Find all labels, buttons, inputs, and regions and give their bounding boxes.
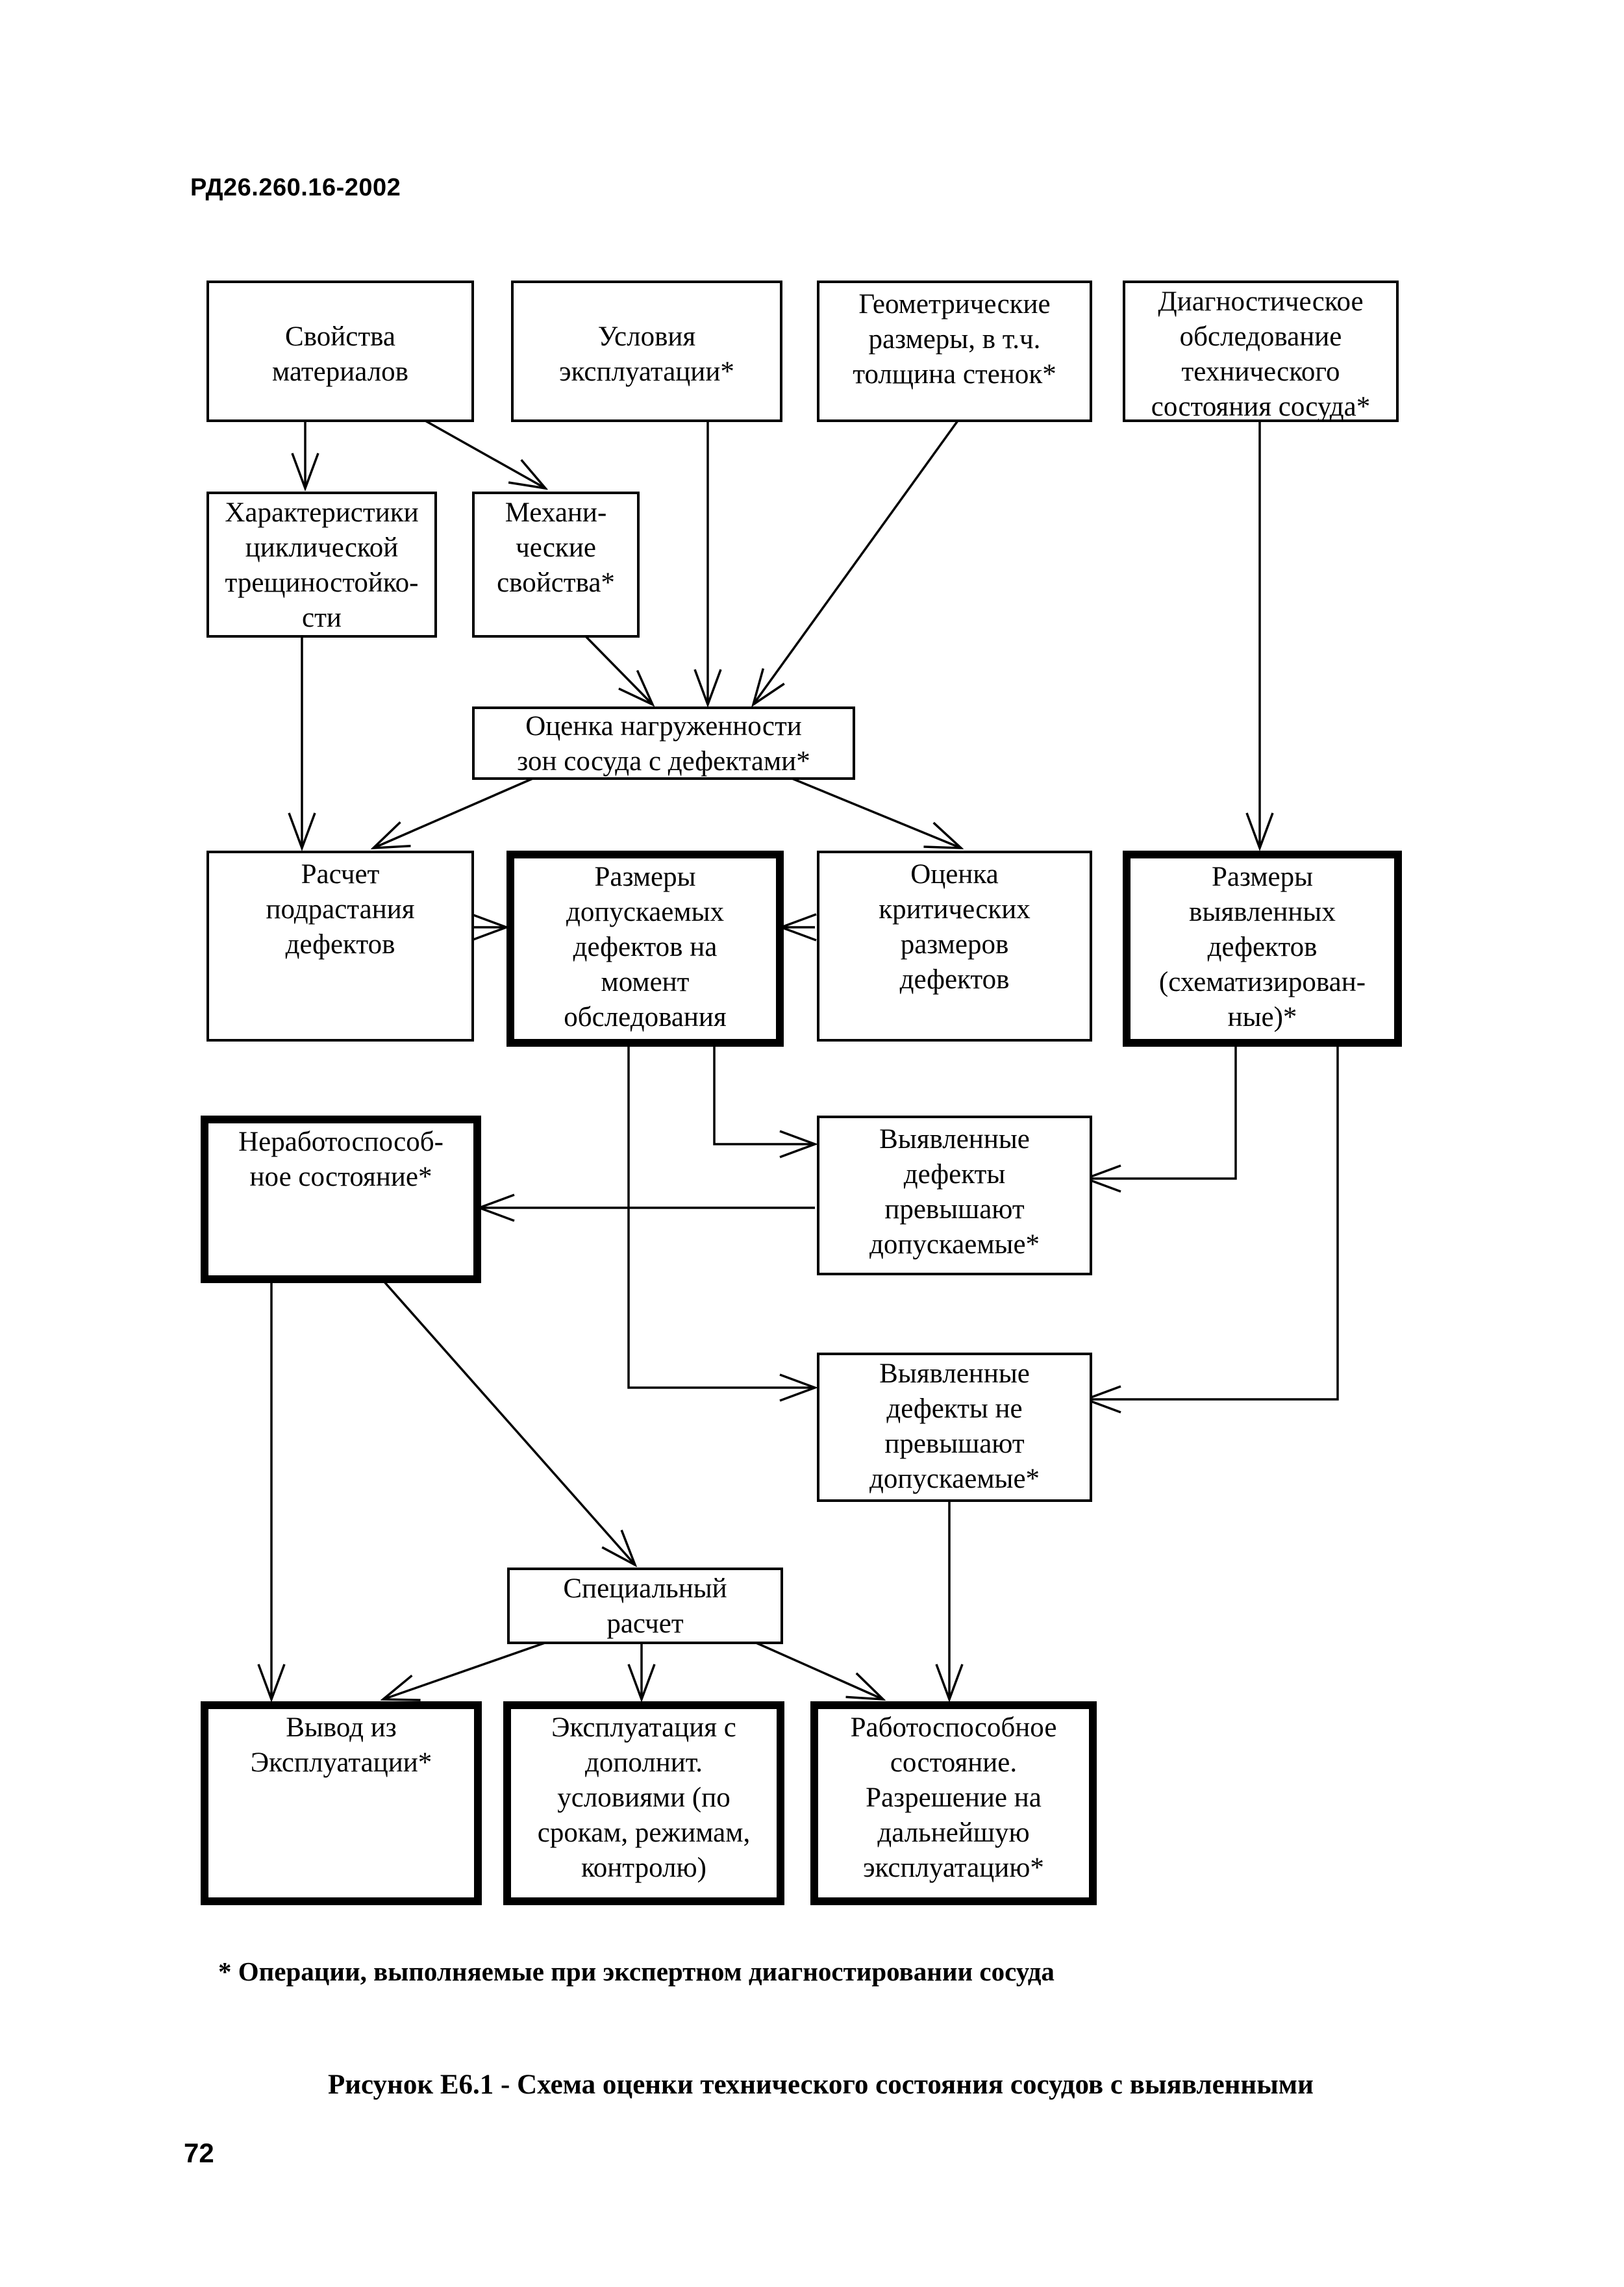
arrow-allowable-to-exceed [713,1045,815,1144]
figure-caption: Рисунок Е6.1 - Схема оценки технического… [328,2069,1314,2100]
box-diagnostic-survey: Диагностическое обследование техническог… [1123,281,1399,422]
box-detected-defect-sizes: Размеры выявленных дефектов (схематизиро… [1123,851,1402,1047]
box-operating-conditions: Условия эксплуатации* [511,281,782,422]
box-critical-size-assessment: Оценка критических размеров дефектов [817,851,1092,1042]
arrow-allowable-to-not-exceed [627,1045,815,1388]
arrow-materials-to-mechanical [425,419,545,488]
box-geometric-dimensions: Геометрические размеры, в т.ч. толщина с… [817,281,1092,422]
box-material-properties: Свойства материалов [206,281,474,422]
box-defect-growth-calc: Расчет подрастания дефектов [206,851,474,1042]
box-decommission: Вывод из Эксплуатации* [201,1701,482,1905]
arrow-load-to-growth [373,776,536,848]
arrow-geometry-to-load [753,419,959,705]
arrow-inoperable-to-special [382,1279,635,1565]
box-cyclic-crack-resistance: Характеристики циклической трещиностойко… [206,492,437,638]
footnote: * Операции, выполняемые при экспертном д… [218,1956,1055,1986]
page-number: 72 [184,2138,214,2168]
box-allowable-defect-sizes: Размеры допускаемых дефектов на момент о… [506,851,784,1047]
box-operable-state: Работоспособное состояние. Разрешение на… [810,1701,1097,1905]
box-load-assessment: Оценка нагруженности зон сосуда с дефект… [472,706,855,780]
arrow-load-to-critical [788,776,961,848]
arrow-mechanical-to-load [583,634,653,705]
box-defects-not-exceed-allowable: Выявленные дефекты не превышают допускае… [817,1353,1092,1502]
arrow-detected-to-not-exceed [1086,1045,1339,1399]
arrow-special-to-operable [753,1640,883,1699]
box-conditional-operation: Эксплуатация с дополнит. условиями (по с… [503,1701,784,1905]
document-code: РД26.260.16-2002 [190,174,401,201]
box-defects-exceed-allowable: Выявленные дефекты превышают допускаемые… [817,1116,1092,1275]
arrow-special-to-decommission [383,1640,549,1699]
box-special-calculation: Специальный расчет [507,1568,783,1644]
arrow-detected-to-exceed [1086,1045,1237,1179]
box-inoperable-state: Неработоспособ- ное состояние* [201,1116,481,1283]
box-mechanical-properties: Механи- ческие свойства* [472,492,640,638]
